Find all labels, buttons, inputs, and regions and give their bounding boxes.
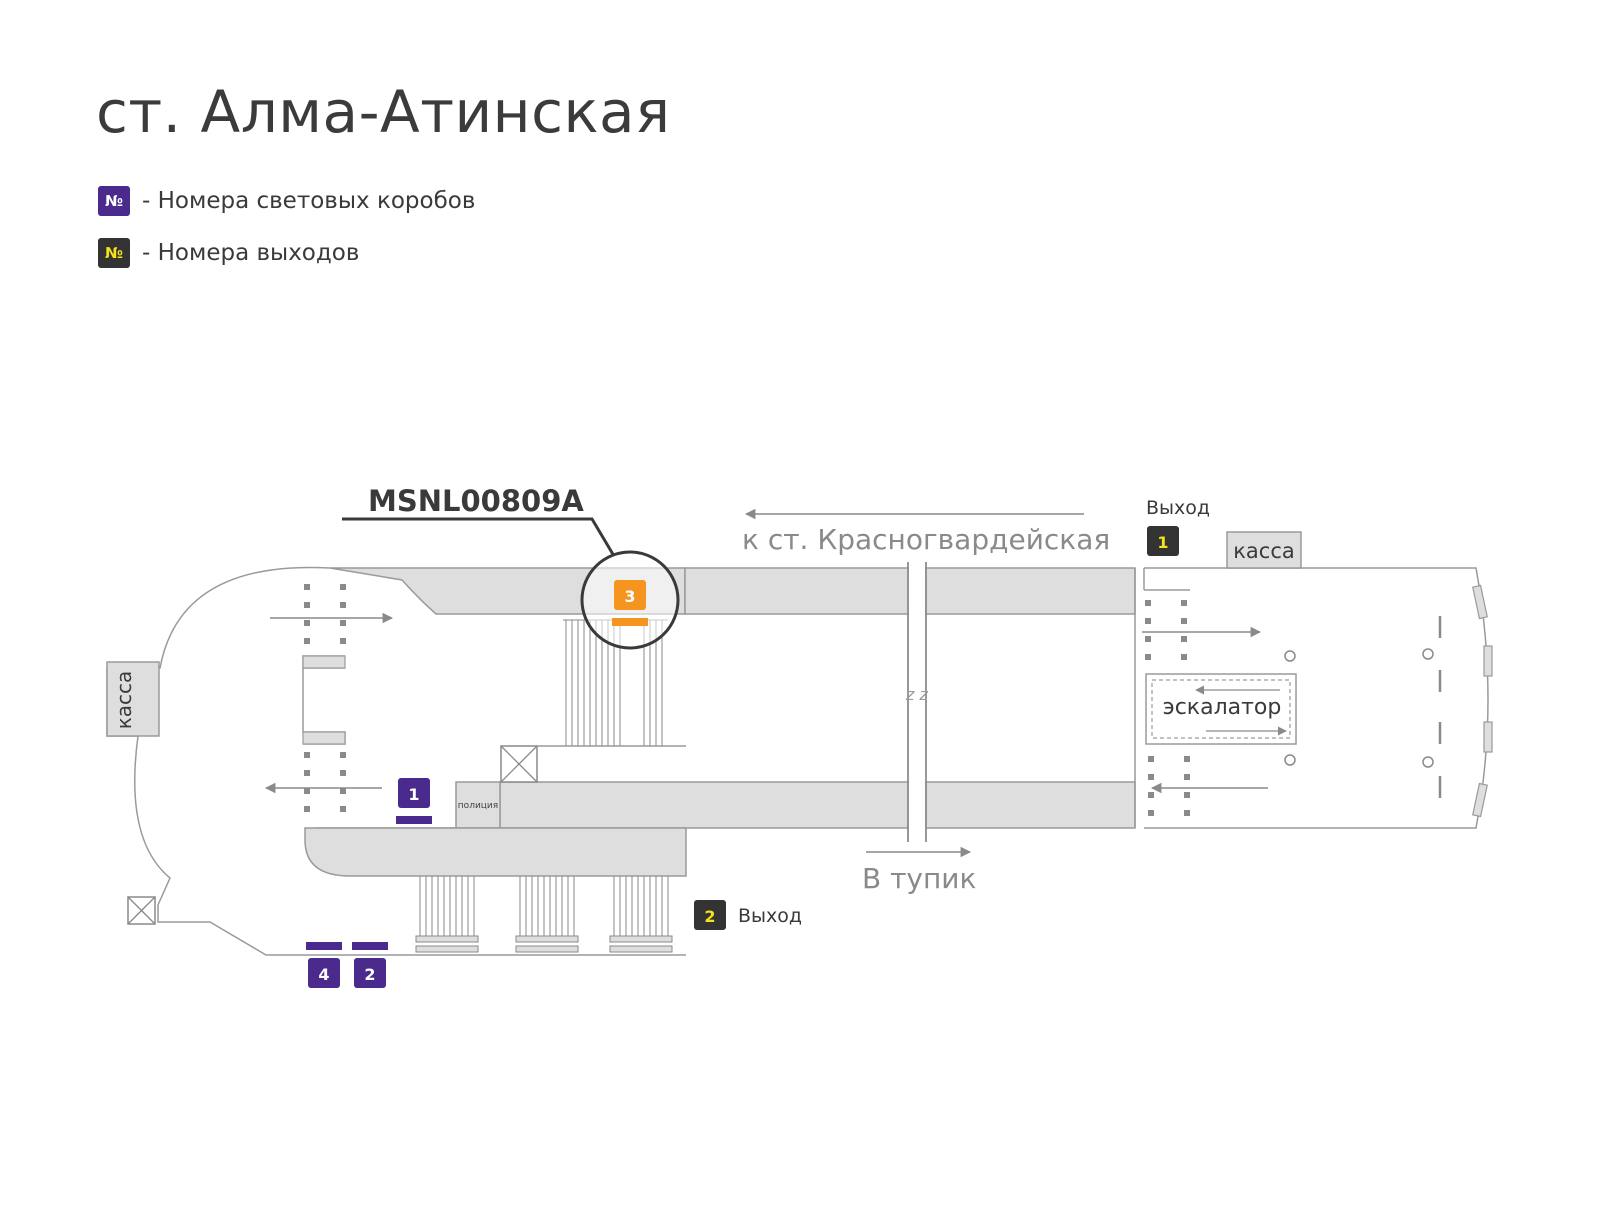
turnstile-dots-left <box>304 584 346 812</box>
lightbox-3-number: 3 <box>624 587 635 606</box>
lightbox-1-bar <box>396 816 432 824</box>
direction-top-label: к ст. Красногвардейская <box>742 523 1110 556</box>
lower-platform <box>304 827 687 877</box>
kassa-left-box <box>106 661 160 737</box>
lightbox-4-number: 4 <box>318 965 329 984</box>
lightbox-3-bar <box>612 618 648 626</box>
legend-exit-swatch: № <box>98 238 130 268</box>
lightbox-4-bar <box>306 942 342 950</box>
kassa-right-box <box>1226 531 1302 569</box>
stairs-lower <box>415 876 673 953</box>
exit-2-number: 2 <box>704 907 715 926</box>
callout-leader <box>342 517 616 557</box>
turnstile-dots-right <box>1145 600 1190 816</box>
lightbox-2-bar <box>352 942 388 950</box>
lightbox-1-number: 1 <box>408 785 419 804</box>
lightbox-4-badge <box>308 958 340 988</box>
police-booth <box>455 781 501 829</box>
kassa-left-label: касса <box>112 671 136 730</box>
escalator-label: эскалатор <box>1163 695 1282 720</box>
track-break: z z <box>905 562 929 842</box>
exit-2-badge <box>694 900 726 930</box>
kassa-right-label: касса <box>1233 539 1295 563</box>
page-title: ст. Алма-Атинская <box>96 78 671 146</box>
vent-box-middle <box>500 745 538 783</box>
legend-exit: № - Номера выходов <box>98 238 359 268</box>
track-break-mark: z z <box>905 685 928 704</box>
exit-1-number: 1 <box>1157 533 1168 552</box>
callout-code: MSNL00809A <box>368 484 584 518</box>
right-end-panels <box>1472 584 1493 818</box>
lightbox-1-badge <box>398 778 430 808</box>
lightbox-3-callout: 3 MSNL00809A <box>342 484 680 650</box>
legend-lightbox-text: - Номера световых коробов <box>142 188 476 214</box>
vent-box-left <box>127 896 156 925</box>
exit-1-label: Выход <box>1146 497 1210 519</box>
legend-lightbox-swatch: № <box>98 186 130 216</box>
lightbox-2-number: 2 <box>364 965 375 984</box>
turnstile-bracket <box>302 655 346 745</box>
legend-exit-text: - Номера выходов <box>142 240 360 266</box>
police-label: полиция <box>458 801 498 811</box>
exit-2-label: Выход <box>738 905 802 927</box>
lightbox-3-badge <box>614 580 646 610</box>
lightbox-2-badge <box>354 958 386 988</box>
legend-lightbox: № - Номера световых коробов <box>98 186 475 216</box>
exit-1-badge <box>1147 526 1179 556</box>
escalator-box <box>1145 673 1297 745</box>
columns-right <box>1284 648 1434 768</box>
lower-track <box>499 781 1136 829</box>
direction-bottom-label: В тупик <box>862 862 976 895</box>
